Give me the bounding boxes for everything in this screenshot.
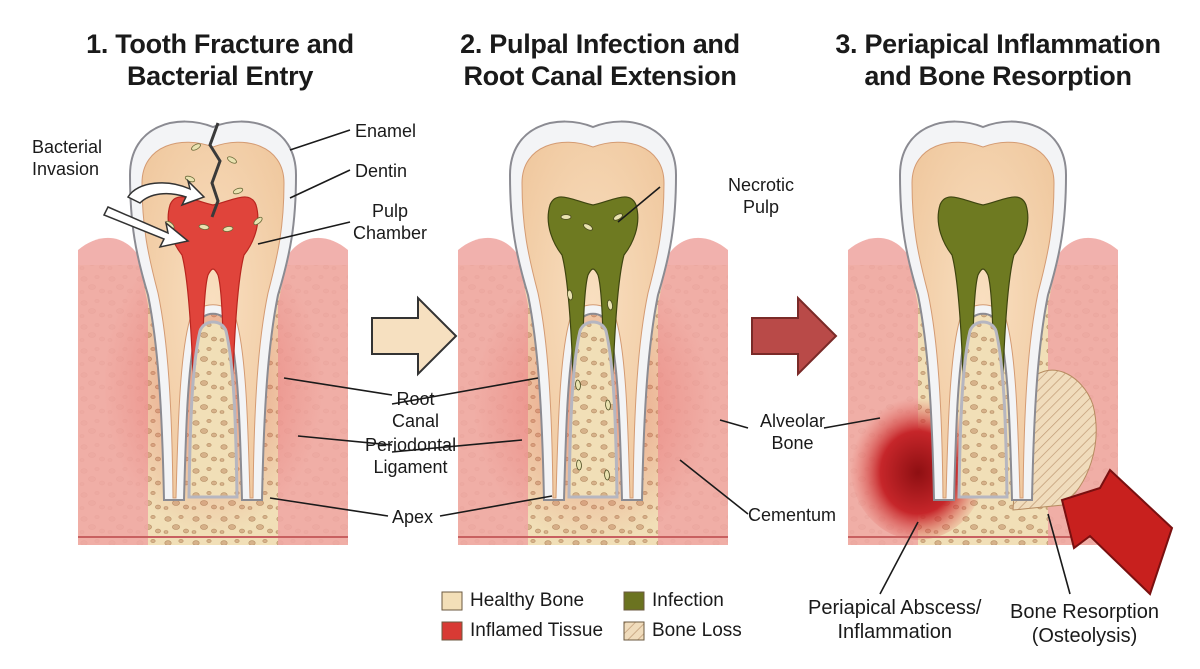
legend-bone-loss: Bone Loss [652,620,742,641]
legend-swatches [441,591,645,641]
fracture-line [208,122,222,218]
panel-1-tooth-fracture [78,120,348,545]
legend-infection: Infection [652,590,724,611]
label-bone-resorption: Bone Resorption(Osteolysis) [1010,601,1159,647]
panel-2-pulpal-infection [458,120,728,545]
legend-healthy-bone: Healthy Bone [470,590,585,611]
transition-arrow-1 [371,295,458,377]
resorption-arrow [1060,468,1174,596]
legend-inflamed-tissue: Inflamed Tissue [470,620,604,641]
label-enamel: Enamel [355,121,417,141]
panel-3-periapical-inflammation [848,120,1118,545]
label-periapical-abscess: Periapical Abscess/Inflammation [808,597,982,643]
label-apex: Apex [392,507,434,527]
leader-lines [257,129,1071,595]
invasion-arrow-lower [102,206,190,249]
invasion-arrow-upper [126,178,206,207]
transition-arrow-2 [751,295,838,377]
label-cementum: Cementum [748,505,837,525]
label-dentin: Dentin [355,161,408,181]
